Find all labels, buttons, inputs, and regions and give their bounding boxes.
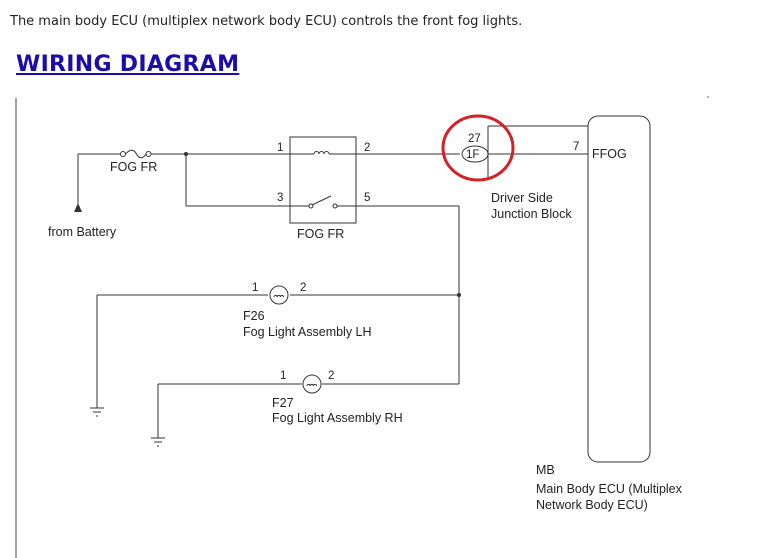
ecu-pin-label: 7 — [573, 141, 579, 153]
fog-lh-lamp-icon — [269, 285, 289, 305]
relay-pin-3: 3 — [277, 192, 283, 204]
main-wire — [151, 153, 290, 207]
relay-box — [289, 136, 357, 224]
junction-label-line1: Driver Side — [491, 191, 553, 205]
ground-rh-icon — [151, 437, 165, 447]
fog-rh-pin2: 2 — [328, 370, 334, 382]
battery-label: from Battery — [48, 225, 117, 239]
connector-id-label: 1F — [466, 149, 479, 161]
ecu-terminal-label: FFOG — [592, 147, 627, 161]
stray-dot — [707, 96, 709, 98]
fog-rh-lamp-icon — [302, 374, 322, 394]
highlight-circle — [441, 114, 515, 182]
relay-label: FOG FR — [297, 227, 344, 241]
relay-switch-icon — [290, 195, 356, 209]
wire-junction-dot — [184, 152, 188, 156]
relay-coil-icon — [290, 151, 356, 155]
fog-rh-name: Fog Light Assembly RH — [272, 411, 403, 425]
relay-pin-2: 2 — [364, 142, 370, 154]
fuse-symbol-icon — [120, 149, 152, 159]
ecu-name-line2: Network Body ECU) — [536, 498, 648, 512]
battery-feed — [77, 153, 120, 210]
battery-arrow-icon — [74, 203, 82, 212]
ground-lh-icon — [90, 407, 104, 417]
fuse-label: FOG FR — [110, 160, 157, 174]
ecu-name-line1: Main Body ECU (Multiplex — [536, 482, 683, 496]
fog-lh-junction-dot — [457, 293, 461, 297]
relay-pin-5: 5 — [364, 192, 370, 204]
fog-lh-name: Fog Light Assembly LH — [243, 325, 372, 339]
ecu-code-label: MB — [536, 463, 555, 477]
fog-lh-pin1: 1 — [252, 282, 258, 294]
wiring-diagram-heading[interactable]: WIRING DIAGRAM — [16, 52, 240, 77]
fog-lh-code: F26 — [243, 309, 265, 323]
fog-rh-pin1: 1 — [280, 370, 286, 382]
fog-lh-pin2: 2 — [300, 282, 306, 294]
fog-rh-code: F27 — [272, 396, 294, 410]
ecu-box — [587, 115, 651, 463]
junction-label-line2: Junction Block — [491, 207, 572, 221]
intro-text: The main body ECU (multiplex network bod… — [10, 14, 523, 29]
relay-pin-1: 1 — [277, 142, 283, 154]
fog-rh-wiring — [157, 383, 459, 438]
fog-lh-wiring — [96, 294, 459, 408]
connector-pin-label: 27 — [468, 133, 481, 145]
